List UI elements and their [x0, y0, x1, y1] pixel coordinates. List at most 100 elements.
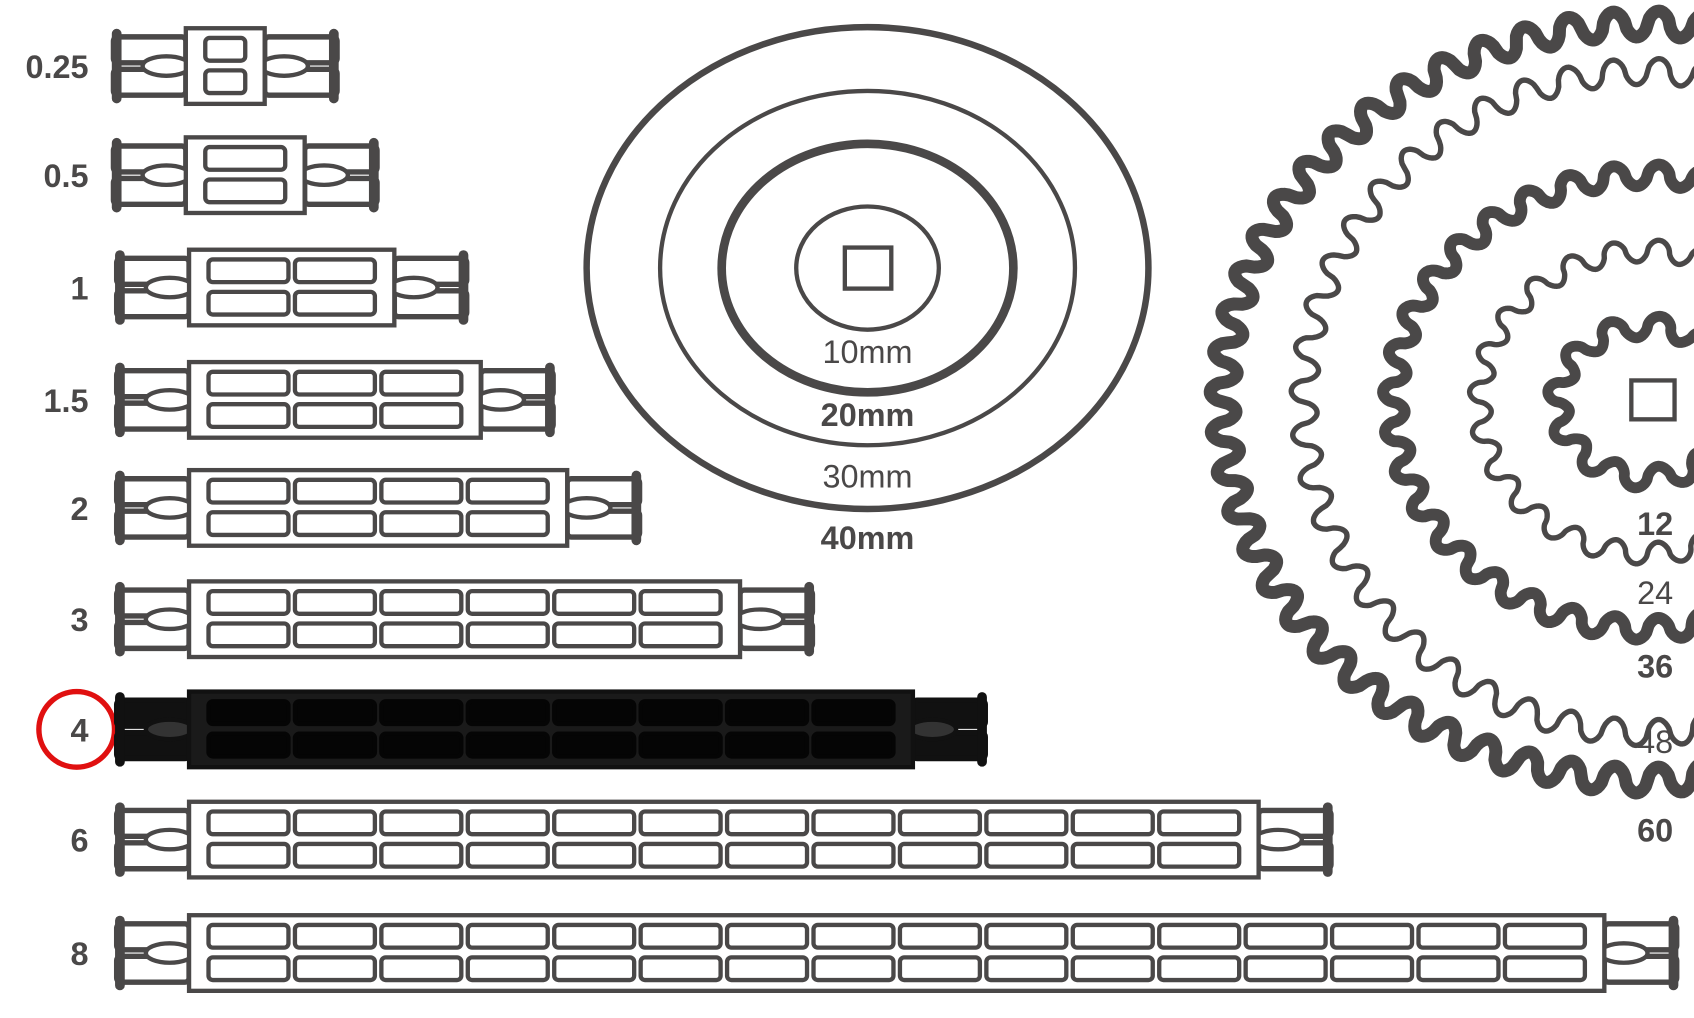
beam-hole [203, 144, 288, 172]
ring-10mm [794, 204, 941, 332]
ring-20mm [717, 139, 1018, 397]
beam-label: 2 [71, 491, 89, 527]
gear-label: 60 [1637, 813, 1673, 849]
beam-0.5[interactable]: 0.5 [44, 135, 380, 216]
right-pin [1252, 802, 1334, 877]
right-pin [1597, 915, 1680, 991]
left-pin [113, 470, 196, 546]
beam-1[interactable]: 1 [71, 247, 470, 328]
beam-hole [206, 841, 291, 869]
beam-hole [724, 841, 810, 869]
beam-hole [1070, 841, 1155, 869]
beam-hole [292, 402, 378, 430]
ring-label: 10mm [823, 334, 913, 370]
beam-hole [897, 922, 983, 950]
beam-hole [379, 621, 464, 649]
beam-label: 4 [71, 712, 89, 748]
beam-hole [897, 841, 983, 869]
beam-hole [292, 510, 378, 538]
beam-hole [292, 731, 378, 759]
beam-label: 0.25 [26, 49, 89, 85]
beam-hole [465, 621, 550, 649]
beam-hole [638, 922, 723, 950]
beam-hole [897, 955, 983, 983]
beam-label: 6 [71, 822, 89, 858]
beam-hole [1502, 922, 1588, 950]
beam-hole [638, 731, 723, 759]
beam-hole [206, 699, 291, 727]
beam-0.25[interactable]: 0.25 [26, 26, 340, 107]
beam-hole [206, 402, 291, 430]
beam-hole [379, 402, 464, 430]
beam-hole [552, 922, 637, 950]
beam-hole [1329, 955, 1415, 983]
beam-hole [203, 177, 288, 205]
pin-slot [298, 163, 351, 188]
beam-hole [203, 35, 248, 63]
beam-hole [724, 809, 810, 837]
beam-hole [292, 621, 378, 649]
beam-hole [552, 588, 637, 616]
gear-36 [1377, 158, 1694, 646]
beam-8[interactable]: 8 [71, 913, 1680, 994]
beam-hole [206, 731, 291, 759]
beam-label: 1.5 [44, 383, 89, 419]
beam-hole [638, 588, 723, 616]
beam-hole [984, 841, 1069, 869]
beam-hole [1243, 922, 1328, 950]
beam-6[interactable]: 6 [71, 799, 1334, 880]
beam-hole [552, 841, 637, 869]
beam-hole [379, 731, 464, 759]
beam-hole [206, 955, 291, 983]
beam-hole [552, 621, 637, 649]
beam-hole [206, 922, 291, 950]
pin-slot [733, 607, 786, 632]
left-pin [113, 915, 196, 991]
beam-hole [638, 699, 723, 727]
pin-slot [560, 496, 613, 520]
beam-hole [292, 289, 378, 317]
beam-hole [206, 289, 291, 317]
beam-hole [465, 699, 550, 727]
gear-60 [1203, 4, 1694, 800]
beam-hole [465, 922, 550, 950]
beam-hole [206, 477, 291, 505]
beam-hole [638, 955, 723, 983]
beam-hole [203, 68, 248, 96]
beam-hole [292, 809, 378, 837]
left-pin [113, 802, 196, 877]
beam-hole [1329, 922, 1415, 950]
pin-slot [143, 388, 196, 412]
beam-hole [811, 731, 896, 759]
axle-hole-icon [842, 245, 894, 291]
beam-hole [465, 588, 550, 616]
gear-label: 36 [1637, 649, 1673, 685]
beam-hole [292, 699, 378, 727]
beam-hole [1157, 841, 1242, 869]
beam-hole [379, 477, 464, 505]
beam-hole [379, 809, 464, 837]
axle-hole-icon [1629, 378, 1677, 422]
ring-label: 20mm [821, 397, 915, 433]
beam-4[interactable]: 4 [36, 688, 988, 770]
beam-hole [465, 477, 550, 505]
beam-hole [724, 699, 810, 727]
beam-hole [379, 955, 464, 983]
pin-slot [140, 163, 193, 188]
selection-highlight-circle [36, 688, 118, 770]
pin-slot [387, 275, 440, 300]
beam-label: 3 [71, 602, 89, 638]
beam-2[interactable]: 2 [71, 467, 643, 548]
beam-hole [206, 510, 291, 538]
beam-hole [811, 841, 896, 869]
pin-slot [474, 388, 527, 412]
beam-hole [984, 922, 1069, 950]
gear-12 [1542, 310, 1694, 494]
beam-hole [1243, 955, 1328, 983]
beam-1.5[interactable]: 1.5 [44, 359, 556, 440]
left-pin [113, 692, 196, 767]
beam-3[interactable]: 3 [71, 579, 816, 660]
beam-label: 8 [71, 936, 89, 972]
